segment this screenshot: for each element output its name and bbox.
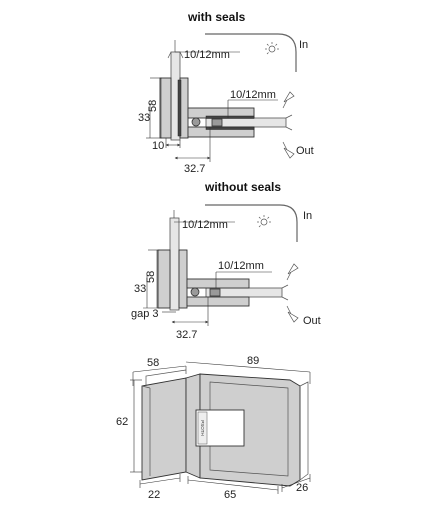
iso-left-plate — [141, 377, 187, 481]
dim-10: 10 — [152, 140, 164, 152]
wall-outline — [205, 33, 297, 72]
hinge-clamp-bottom-2 — [186, 296, 250, 307]
seal-top — [205, 115, 255, 119]
iso-dim-58: 58 — [147, 357, 159, 369]
dim-gap-3: gap 3 — [131, 308, 159, 320]
dim-32-7: 32.7 — [184, 163, 205, 175]
dim-33-2: 33 — [134, 283, 146, 295]
hinge-plate-outer — [159, 77, 172, 139]
out-label: Out — [296, 145, 314, 157]
section-without-seals: without seals In 10/12mm 10/12mm — [131, 180, 321, 341]
iso-dim-89: 89 — [247, 355, 259, 367]
iso-dim-22: 22 — [148, 489, 160, 501]
in-label-2: In — [303, 210, 312, 222]
light-icon — [265, 42, 279, 55]
dim-58-2: 58 — [145, 271, 157, 283]
section-with-seals: with seals In — [138, 10, 314, 175]
glass-top-label-2: 10/12mm — [182, 219, 228, 231]
hinge-plate-inner-2 — [178, 249, 188, 309]
pivot-2 — [190, 287, 200, 297]
glass-side-label: 10/12mm — [230, 89, 276, 101]
dim-33: 33 — [138, 112, 150, 124]
glass-side-label-2: 10/12mm — [218, 260, 264, 272]
section-isometric: PSOTH 58 89 62 22 65 26 — [116, 355, 311, 501]
clamp-block — [211, 118, 223, 127]
title-without-seals: without seals — [204, 180, 281, 194]
swing-out-arrow-icon-2 — [286, 305, 299, 323]
iso-dim-62: 62 — [116, 416, 128, 428]
dim-58: 58 — [147, 100, 159, 112]
in-label: In — [299, 39, 308, 51]
swing-out-arrow-icon — [282, 141, 295, 159]
title-with-seals: with seals — [187, 10, 246, 24]
iso-dim-26: 26 — [296, 482, 308, 494]
swing-in-arrow-icon-2 — [286, 263, 299, 281]
clamp-block-2 — [209, 288, 221, 297]
pivot — [191, 117, 201, 127]
seal-bottom — [205, 126, 255, 130]
seal-vertical — [177, 79, 182, 137]
light-icon-2 — [257, 215, 271, 228]
vertical-glass-2 — [169, 217, 180, 311]
hinge-plate-outer-2 — [157, 249, 171, 309]
glass-top-label: 10/12mm — [184, 49, 230, 61]
hinge-clamp-top-2 — [186, 278, 250, 289]
out-label-2: Out — [303, 315, 321, 327]
wall-outline-2 — [205, 204, 298, 242]
iso-dim-65: 65 — [224, 489, 236, 501]
dim-32-7-2: 32.7 — [176, 329, 197, 341]
iso-brand-label: PSOTH — [200, 420, 205, 436]
swing-in-arrow-icon — [282, 91, 295, 109]
